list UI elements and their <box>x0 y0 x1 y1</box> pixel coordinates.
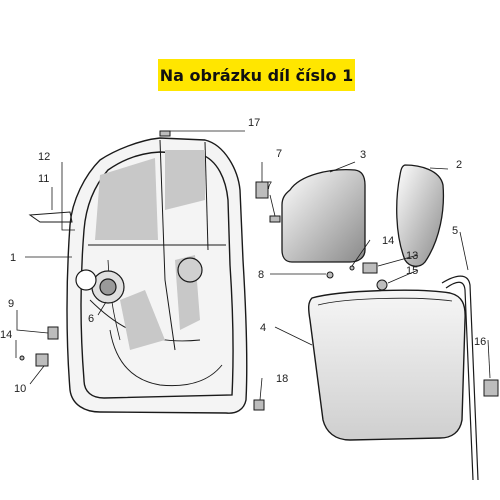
callout-6: 6 <box>88 313 94 325</box>
title-banner: Na obrázku díl číslo 1 <box>158 59 355 91</box>
callout-5: 5 <box>452 225 458 237</box>
part-14-screw <box>19 355 25 361</box>
part-10-bracket <box>35 353 49 367</box>
callout-15: 15 <box>406 265 418 277</box>
callout-16: 16 <box>474 336 486 348</box>
callout-13: 13 <box>406 250 418 262</box>
part-15-nut <box>376 279 388 291</box>
callouts: 17 12 11 1 9 14 10 6 7 7 8 3 2 14 13 15 … <box>0 117 486 395</box>
part-4-back-panel <box>307 289 466 441</box>
part-13-bracket <box>362 262 378 274</box>
callout-2: 2 <box>456 159 462 171</box>
part-14-pin <box>349 265 355 271</box>
part-9-clip <box>47 326 59 340</box>
part-6-ring <box>75 257 203 304</box>
callout-9: 9 <box>8 298 14 310</box>
callout-7-lower: 7 <box>266 180 272 192</box>
callout-3: 3 <box>360 149 366 161</box>
callout-12: 12 <box>38 151 50 163</box>
callout-1: 1 <box>10 252 16 264</box>
callout-14-left: 14 <box>0 329 12 341</box>
part-8-screw <box>326 271 334 279</box>
leader-lines <box>15 130 491 401</box>
callout-17: 17 <box>248 117 260 129</box>
callout-4: 4 <box>260 322 266 334</box>
callout-7-upper: 7 <box>276 148 282 160</box>
callout-18: 18 <box>276 373 288 385</box>
banner-text: Na obrázku díl číslo 1 <box>159 65 354 85</box>
callout-11: 11 <box>38 173 49 185</box>
part-3-cover <box>281 169 366 263</box>
callout-10: 10 <box>14 383 26 395</box>
part-5-seal-strip <box>441 275 479 481</box>
part-16-clip <box>483 379 499 397</box>
part-11-bracket <box>28 211 73 223</box>
part-2-curved-cover <box>396 164 445 267</box>
callout-14-right: 14 <box>382 235 394 247</box>
callout-8: 8 <box>258 269 264 281</box>
part-18-bolt <box>253 399 265 411</box>
part-7-small-clip <box>269 215 281 223</box>
part-17-screw <box>159 130 171 137</box>
